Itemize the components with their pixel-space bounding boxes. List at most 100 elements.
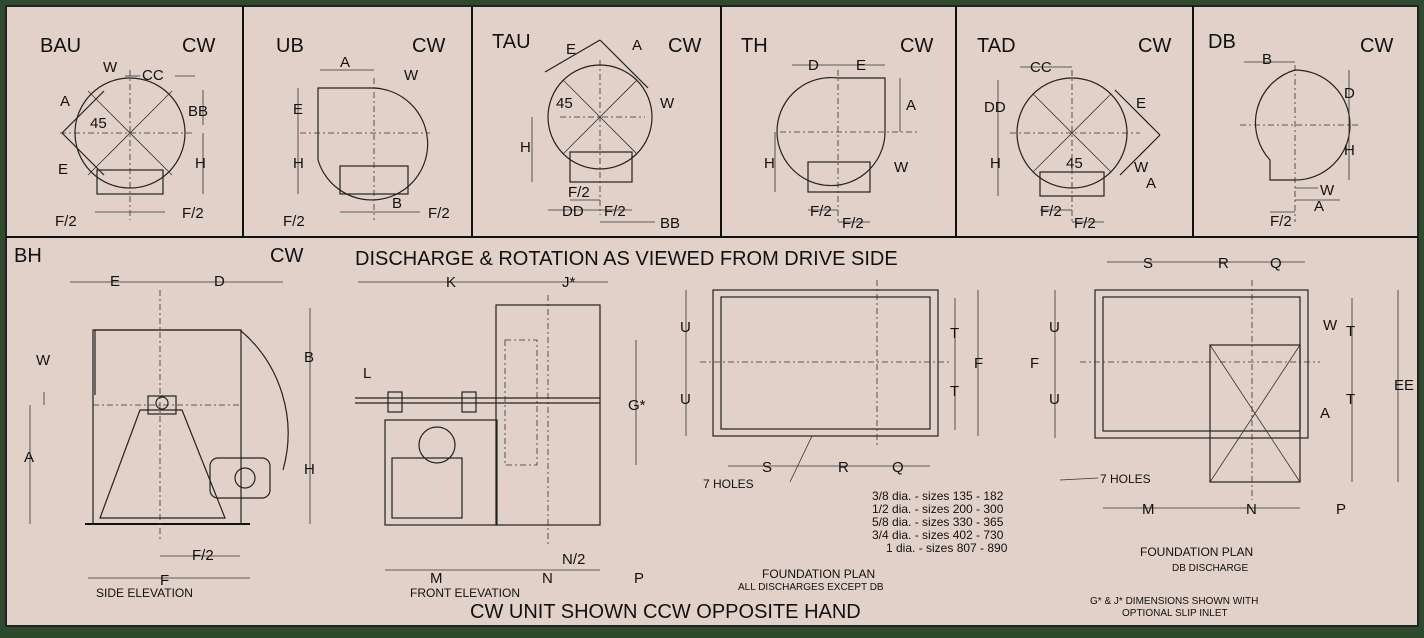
- dim-label: D: [808, 57, 819, 74]
- bh-rotation: CW: [270, 245, 303, 267]
- dim-label: B: [392, 195, 402, 212]
- panel-th: TH CW D E A W H F/2 F/2: [741, 35, 933, 232]
- dim-label: F/2: [283, 213, 305, 230]
- dim-label: F/2: [810, 203, 832, 220]
- drawing-panel: [5, 5, 1419, 627]
- hole-size-row: 1/2 dia. - sizes 200 - 300: [872, 502, 1004, 516]
- dim-label: A: [1314, 198, 1324, 215]
- panel-code: DB: [1208, 31, 1236, 53]
- dim-label: W: [660, 95, 675, 112]
- dim-label: H: [764, 155, 775, 172]
- dim-label: CC: [142, 67, 164, 84]
- footer-note: CW UNIT SHOWN CCW OPPOSITE HAND: [470, 601, 861, 623]
- dim-label: M: [430, 570, 443, 587]
- dim-label: F/2: [842, 215, 864, 232]
- dim-label: 45: [1066, 155, 1083, 172]
- front-caption: FRONT ELEVATION: [410, 586, 520, 600]
- dim-label: W: [103, 59, 118, 76]
- dim-label: F/2: [428, 205, 450, 222]
- dim-label: F: [974, 355, 983, 372]
- dim-label: BB: [188, 103, 208, 120]
- dim-label: N/2: [562, 551, 585, 568]
- dim-label: Q: [892, 459, 904, 476]
- rotation-label: CW: [1138, 35, 1171, 57]
- dim-label: B: [1262, 51, 1272, 68]
- plan1-caption: FOUNDATION PLAN: [762, 567, 875, 581]
- dim-label: M: [1142, 501, 1155, 518]
- dim-label: DD: [984, 99, 1006, 116]
- dim-label: E: [58, 161, 68, 178]
- dim-label: T: [1346, 323, 1355, 340]
- slip-inlet-note: OPTIONAL SLIP INLET: [1122, 608, 1228, 619]
- dim-label: H: [520, 139, 531, 156]
- side-elevation: E D B H W A F/2 F SIDE ELEVATION: [24, 273, 315, 600]
- panel-bau: BAU CW W CC A BB 45 E H F/2 F/2: [40, 35, 215, 230]
- dim-label: EE: [1394, 377, 1414, 394]
- dim-label: F/2: [1040, 203, 1062, 220]
- dim-label: W: [1134, 159, 1149, 176]
- dim-label: W: [404, 67, 419, 84]
- dim-label: CC: [1030, 59, 1052, 76]
- dim-label: F: [1030, 355, 1039, 372]
- dim-label: B: [304, 349, 314, 366]
- dim-label: J*: [562, 274, 576, 291]
- dim-label: E: [1136, 95, 1146, 112]
- dim-label: R: [1218, 255, 1229, 272]
- dim-label: F/2: [182, 205, 204, 222]
- panel-code: UB: [276, 35, 304, 57]
- dim-label: U: [1049, 319, 1060, 336]
- dim-label: P: [1336, 501, 1346, 518]
- dim-label: T: [950, 325, 959, 342]
- panel-tad: TAD CW CC E DD H 45 W A F/2 F/2: [977, 35, 1171, 232]
- plan2-sub: DB DISCHARGE: [1172, 563, 1248, 574]
- dim-label: F/2: [55, 213, 77, 230]
- dim-label: W: [894, 159, 909, 176]
- dim-label: W: [36, 352, 51, 369]
- dim-label: A: [1320, 405, 1330, 422]
- hole-size-row: 3/8 dia. - sizes 135 - 182: [872, 489, 1004, 503]
- dim-label: F/2: [192, 547, 214, 564]
- dim-label: F/2: [1074, 215, 1096, 232]
- discharge-heading: DISCHARGE & ROTATION AS VIEWED FROM DRIV…: [355, 248, 898, 270]
- dim-label: E: [566, 41, 576, 58]
- rotation-label: CW: [412, 35, 445, 57]
- panel-code: TAD: [977, 35, 1016, 57]
- holes-label: 7 HOLES: [703, 477, 754, 491]
- dim-label: P: [634, 570, 644, 587]
- dim-label: A: [632, 37, 642, 54]
- rotation-label: CW: [668, 35, 701, 57]
- dim-label: W: [1320, 182, 1335, 199]
- dim-label: U: [1049, 391, 1060, 408]
- panel-ub: UB CW A W E H F/2 B F/2: [276, 35, 450, 230]
- dim-label: H: [293, 155, 304, 172]
- dim-label: L: [363, 365, 371, 382]
- dim-label: W: [1323, 317, 1338, 334]
- dim-label: U: [680, 391, 691, 408]
- dim-label: N: [1246, 501, 1257, 518]
- dim-label: S: [762, 459, 772, 476]
- hole-size-row: 5/8 dia. - sizes 330 - 365: [872, 515, 1004, 529]
- dim-label: E: [856, 57, 866, 74]
- dim-label: F/2: [604, 203, 626, 220]
- dim-label: 45: [90, 115, 107, 132]
- dim-label: E: [110, 273, 120, 290]
- dim-label: N: [542, 570, 553, 587]
- foundation-plan-2: S R Q U U F W T T A EE M N P FOUNDATION …: [1030, 255, 1414, 619]
- dim-label: R: [838, 459, 849, 476]
- rotation-label: CW: [1360, 35, 1393, 57]
- plan1-sub: ALL DISCHARGES EXCEPT DB: [738, 582, 884, 593]
- holes-label: 7 HOLES: [1100, 472, 1151, 486]
- dim-label: A: [60, 93, 70, 110]
- dim-label: U: [680, 319, 691, 336]
- slip-inlet-note: G* & J* DIMENSIONS SHOWN WITH: [1090, 596, 1258, 607]
- rotation-label: CW: [900, 35, 933, 57]
- dim-label: D: [214, 273, 225, 290]
- plan2-caption: FOUNDATION PLAN: [1140, 545, 1253, 559]
- dim-label: H: [1344, 142, 1355, 159]
- dim-label: A: [906, 97, 916, 114]
- dim-label: F/2: [568, 184, 590, 201]
- dim-label: H: [195, 155, 206, 172]
- hole-size-table: 7 HOLES 3/8 dia. - sizes 135 - 182 1/2 d…: [872, 472, 1151, 555]
